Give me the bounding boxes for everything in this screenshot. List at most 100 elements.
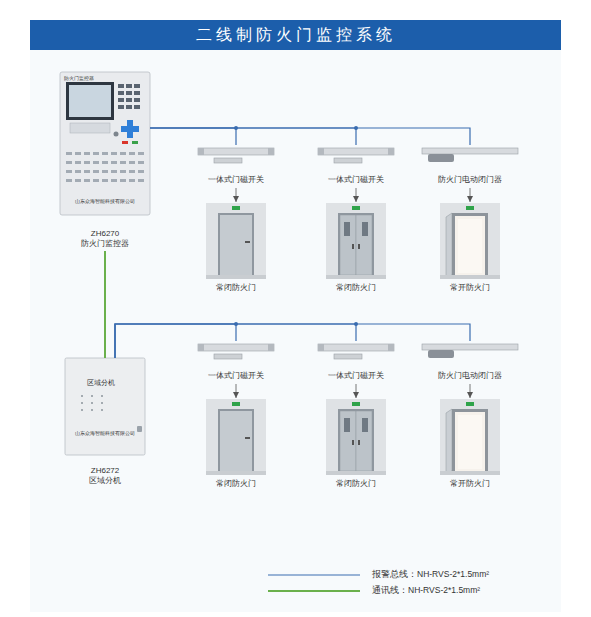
- indicator: [111, 170, 117, 173]
- indicator: [120, 161, 126, 164]
- door-handle: [358, 244, 360, 249]
- key: [134, 98, 140, 102]
- device-box: 一体式门磁开关: [186, 341, 286, 383]
- indicator: [84, 170, 90, 173]
- door-frame: [218, 213, 254, 275]
- node-label: 常闭防火门: [201, 283, 271, 293]
- comm-line: [104, 251, 106, 358]
- indicator: [93, 152, 99, 155]
- sub-unit-housing: [65, 358, 145, 455]
- signal-arrow: [470, 384, 471, 398]
- indicator: [129, 170, 135, 173]
- key: [134, 84, 140, 88]
- wall: [206, 203, 266, 279]
- node-label: 常开防火门: [435, 283, 505, 293]
- alarm-bus-line: [150, 128, 236, 145]
- indicator: [102, 170, 108, 173]
- door-window: [344, 222, 350, 236]
- device-label: 防火门监控器: [64, 75, 150, 81]
- node-label: 常闭防火门: [321, 479, 391, 489]
- node-label: 常闭防火门: [321, 283, 391, 293]
- legend: 报警总线：NH-RVS-2*1.5mm² 通讯线：NH-RVS-2*1.5mm²: [266, 567, 489, 599]
- key: [134, 105, 140, 109]
- key: [126, 98, 132, 102]
- lock: [137, 426, 142, 432]
- key: [118, 91, 124, 95]
- node-label: 常闭防火门: [201, 479, 271, 489]
- indicator: [129, 179, 135, 182]
- legend-row: 通讯线：NH-RVS-2*1.5mm²: [266, 583, 489, 599]
- node-label: 一体式门磁开关: [186, 175, 286, 185]
- node-label: 防火门电动闭门器: [420, 371, 520, 381]
- indicator: [138, 152, 144, 155]
- green-button: [132, 141, 138, 144]
- direction-key: [121, 120, 139, 138]
- indicator: [93, 161, 99, 164]
- door-frame: [452, 213, 488, 275]
- signal-arrow: [356, 188, 357, 202]
- indicator: [120, 179, 126, 182]
- node-label: 一体式门磁开关: [306, 175, 406, 185]
- alarm-bus-line: [150, 128, 470, 145]
- indicator: [138, 161, 144, 164]
- indicator: [66, 170, 72, 173]
- node-label: 防火门电动闭门器: [420, 175, 520, 185]
- door-switch-picture: [198, 148, 274, 163]
- indicator: [93, 179, 99, 182]
- legend-text: 报警总线：NH-RVS-2*1.5mm²: [372, 569, 489, 581]
- switch-cap: [198, 148, 204, 155]
- node-label: 一体式门磁开关: [306, 371, 406, 381]
- device-box: 一体式门磁开关: [306, 145, 406, 187]
- sub-unit-picture: [65, 358, 145, 455]
- background-panel: [30, 50, 561, 612]
- screen: [69, 85, 111, 117]
- legend-sample: [266, 586, 362, 596]
- alarm-bus-line: [115, 324, 236, 358]
- key: [126, 84, 132, 88]
- switch-bar: [318, 148, 394, 155]
- indicator-grid: [66, 152, 144, 182]
- indicator: [120, 152, 126, 155]
- knob: [114, 132, 119, 137]
- key: [134, 91, 140, 95]
- indicator: [75, 161, 81, 164]
- title-text: 二线制防火门监控系统: [30, 20, 561, 50]
- indicator: [138, 170, 144, 173]
- exit-sign: [352, 206, 360, 210]
- controller-housing: [60, 72, 150, 215]
- device-box: 一体式门磁开关: [306, 341, 406, 383]
- legend-line: [268, 590, 360, 592]
- wall: [440, 203, 500, 279]
- door-leaf: [340, 215, 356, 275]
- maker-label: 山东众海智能科技有限公司: [65, 430, 145, 436]
- key: [118, 84, 124, 88]
- switch-bar: [198, 148, 274, 155]
- exit-sign: [232, 206, 240, 210]
- indicator: [81, 395, 83, 397]
- door-row: [198, 322, 518, 475]
- signal-arrow: [236, 188, 237, 202]
- indicator: [75, 152, 81, 155]
- indicator: [102, 152, 108, 155]
- switch-cap: [268, 148, 274, 155]
- legend-line: [268, 574, 360, 575]
- title-band: [30, 20, 561, 50]
- indicator: [75, 179, 81, 182]
- signal-arrow: [236, 384, 237, 398]
- red-button: [122, 141, 128, 144]
- indicator: [75, 170, 81, 173]
- key: [126, 105, 132, 109]
- closed-double-door-picture: [326, 203, 386, 279]
- door-box: 常闭防火门: [201, 203, 271, 295]
- closer-rail: [422, 148, 518, 154]
- controller-box: 防火门监控器山东众海智能科技有限公司ZH6270 防火门监控器: [60, 72, 150, 251]
- indicator: [84, 161, 90, 164]
- door-row: [198, 126, 518, 279]
- door-switch-picture: [318, 148, 394, 163]
- door-leaf: [220, 215, 252, 275]
- alarm-bus-line: [150, 128, 356, 145]
- printer-slot: [70, 123, 110, 133]
- switch-cap: [318, 148, 324, 155]
- indicator: [91, 402, 93, 404]
- door-box: 常闭防火门: [321, 399, 391, 491]
